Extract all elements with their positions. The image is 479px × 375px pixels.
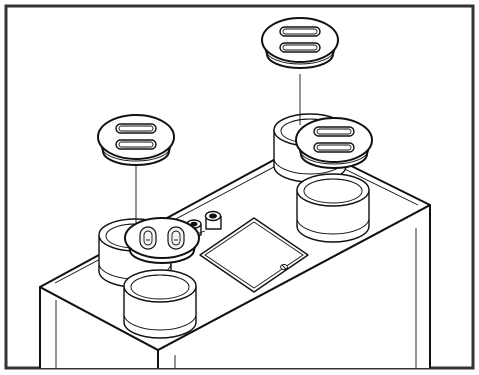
spigot — [296, 173, 370, 243]
service-cover-panel — [199, 217, 309, 293]
spigot — [123, 269, 197, 339]
grommet-cap-two-slots — [295, 117, 373, 169]
leader-line — [135, 74, 301, 229]
grommet-cap-two-slots — [261, 17, 339, 69]
grommet-cap-two-slots — [97, 114, 175, 166]
grommet-cap-two-round-holes — [124, 217, 200, 264]
